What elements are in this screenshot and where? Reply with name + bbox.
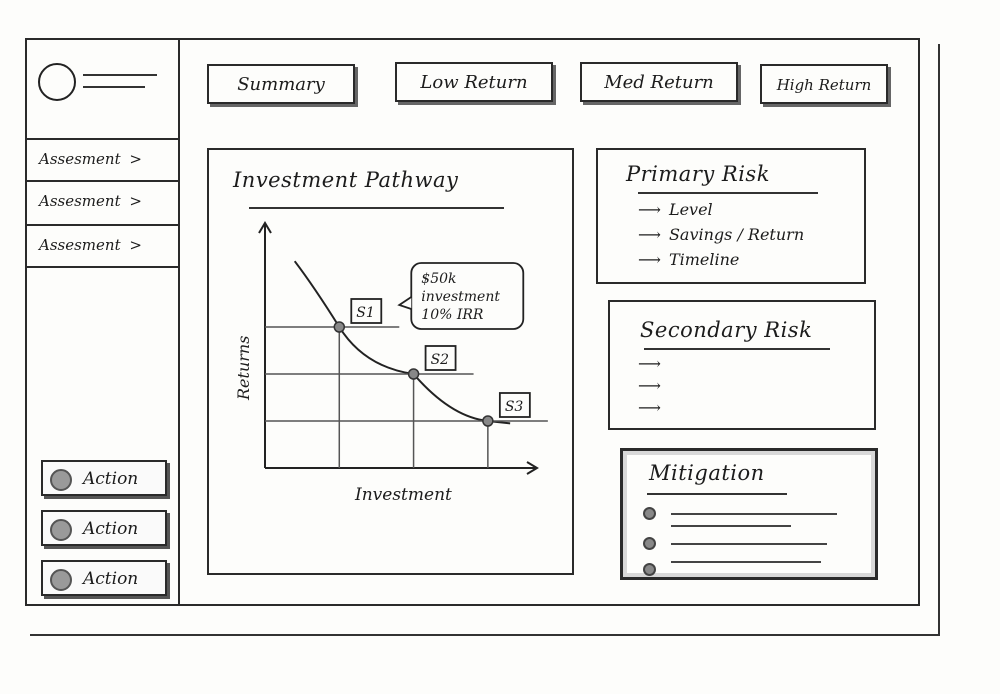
action-label: Action [83, 519, 139, 539]
bullet-icon [643, 537, 656, 550]
chevron-right-icon: > [129, 192, 142, 210]
callout-pointer [397, 296, 412, 310]
logo-line [83, 86, 145, 88]
risk-item-label: Savings / Return [668, 225, 805, 244]
risk-item-label: Timeline [668, 250, 740, 269]
point-label-box [424, 345, 457, 371]
action-dot-icon [50, 569, 72, 591]
point-label-box [350, 298, 383, 324]
tab-label: High Return [776, 76, 872, 94]
chevron-right-icon: > [129, 236, 142, 254]
arrow-right-icon: ⟶ [638, 398, 661, 417]
risk-item: ⟶ [638, 376, 669, 395]
bullet-icon [643, 507, 656, 520]
risk-item: ⟶ [638, 354, 669, 373]
mitigation-item [671, 513, 837, 515]
y-axis-arrow [258, 221, 272, 234]
tab-label: Low Return [420, 72, 528, 93]
app-window [25, 38, 920, 606]
logo-line [83, 74, 157, 76]
mitigation-panel: Mitigation [620, 448, 878, 580]
mitigation-item [671, 561, 821, 563]
tab-med-return[interactable]: Med Return [580, 62, 738, 102]
sidebar-item-assessment-3[interactable]: Assesment > [25, 224, 180, 268]
panel-title: Investment Pathway [233, 168, 459, 192]
mitigation-item [671, 543, 827, 545]
mitigation-item-line [671, 525, 791, 527]
title-underline [644, 348, 830, 350]
risk-item-label: Level [668, 200, 713, 219]
action-dot-icon [50, 519, 72, 541]
x-axis-arrow [526, 461, 539, 475]
action-button-1[interactable]: Action [41, 460, 167, 496]
data-point [333, 321, 346, 333]
title-underline [249, 207, 504, 209]
callout-text: investment [421, 289, 500, 305]
callout-text: 10% IRR [421, 307, 484, 323]
sidebar-item-label: Assesment [39, 236, 121, 254]
sidebar-item-label: Assesment [39, 192, 121, 210]
point-label: S1 [356, 305, 375, 321]
point-label: S2 [431, 352, 450, 368]
x-axis-label: Investment [354, 485, 452, 505]
logo-circle-icon [38, 63, 76, 101]
chevron-right-icon: > [129, 150, 142, 168]
risk-item: ⟶ Level [638, 200, 713, 219]
secondary-risk-panel: Secondary Risk ⟶ ⟶ ⟶ [608, 300, 876, 430]
action-dot-icon [50, 469, 72, 491]
arrow-right-icon: ⟶ [638, 250, 661, 269]
risk-item: ⟶ Savings / Return [638, 225, 804, 244]
title-underline [638, 192, 818, 194]
tab-label: Med Return [604, 72, 714, 93]
action-button-3[interactable]: Action [41, 560, 167, 596]
sidebar-item-assessment-1[interactable]: Assesment > [25, 138, 180, 178]
y-axis-label: Returns [234, 336, 253, 401]
data-point [407, 368, 420, 380]
tab-low-return[interactable]: Low Return [395, 62, 553, 102]
callout-text: $50k [421, 271, 456, 287]
sidebar-item-label: Assesment [39, 150, 121, 168]
callout-box [410, 262, 525, 330]
arrow-right-icon: ⟶ [638, 376, 661, 395]
sidebar-item-assessment-2[interactable]: Assesment > [25, 180, 180, 220]
title-underline [647, 493, 787, 495]
action-label: Action [83, 569, 139, 589]
data-point [482, 415, 494, 427]
action-button-2[interactable]: Action [41, 510, 167, 546]
panel-title: Mitigation [649, 461, 765, 485]
panel-title: Primary Risk [626, 162, 770, 186]
arrow-right-icon: ⟶ [638, 354, 661, 373]
tab-summary[interactable]: Summary [207, 64, 355, 104]
risk-item: ⟶ Timeline [638, 250, 739, 269]
primary-risk-panel: Primary Risk ⟶ Level ⟶ Savings / Return ⟶ T… [596, 148, 866, 284]
tab-label: Summary [237, 74, 325, 95]
tab-high-return[interactable]: High Return [760, 64, 888, 104]
bullet-icon [643, 563, 656, 576]
arrow-right-icon: ⟶ [638, 200, 661, 219]
point-label: S3 [505, 399, 524, 415]
arrow-right-icon: ⟶ [638, 225, 661, 244]
point-label-box [498, 392, 531, 418]
action-label: Action [83, 469, 139, 489]
window-shadow [30, 44, 940, 636]
panel-title: Secondary Risk [640, 318, 813, 342]
sidebar: Assesment > Assesment > Assesment > Acti… [25, 38, 180, 606]
curve-line [293, 260, 511, 425]
risk-item: ⟶ [638, 398, 669, 417]
